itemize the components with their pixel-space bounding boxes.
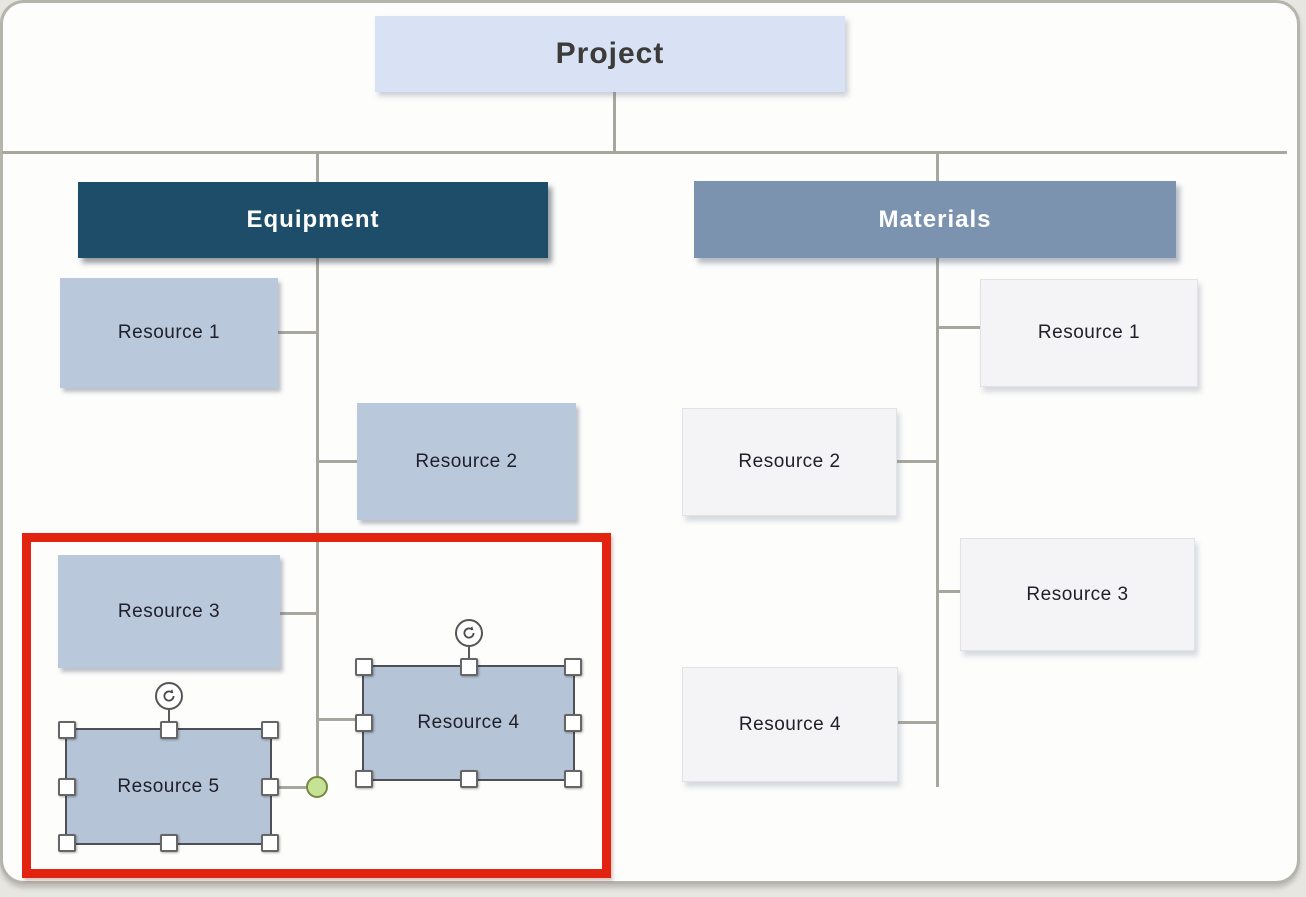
materials-label: Materials — [878, 205, 992, 233]
resize-handle-nw[interactable] — [58, 721, 76, 739]
resize-handle-nw[interactable] — [355, 658, 373, 676]
rotate-handle-stem — [167, 710, 170, 730]
equipment-branch-line — [316, 154, 319, 788]
resize-handle-e[interactable] — [261, 777, 279, 796]
shape-materials-resource-2[interactable]: Resource 2 — [682, 408, 897, 516]
shape-label: Resource 4 — [738, 713, 842, 735]
resize-handle-se[interactable] — [261, 834, 279, 852]
materials-branch-line — [936, 154, 939, 787]
equipment-label: Equipment — [246, 206, 380, 233]
resize-handle-w[interactable] — [58, 777, 76, 796]
shape-label: Resource 1 — [1037, 322, 1141, 343]
rotate-handle-stem — [467, 647, 470, 667]
shape-project[interactable]: Project — [375, 16, 845, 92]
shape-equipment-resource-4[interactable]: Resource 4 — [355, 619, 582, 788]
highlight-annotation-rectangle — [22, 533, 611, 878]
shape-materials-resource-3[interactable]: Resource 3 — [960, 538, 1195, 651]
shape-materials-header[interactable]: Materials — [694, 181, 1176, 258]
resize-handle-s[interactable] — [459, 770, 478, 788]
connector-eq-r5 — [272, 786, 312, 789]
rotate-handle[interactable] — [454, 619, 483, 647]
resize-handle-se[interactable] — [564, 770, 582, 788]
connector-mat-r2 — [895, 460, 938, 463]
resize-handle-sw[interactable] — [58, 834, 76, 852]
shape-label: Resource 2 — [415, 450, 518, 472]
resize-handle-n[interactable] — [159, 721, 178, 739]
shape-materials-resource-4[interactable]: Resource 4 — [682, 667, 898, 782]
project-stub-line — [613, 92, 616, 152]
shape-equipment-header[interactable]: Equipment — [78, 182, 548, 258]
shape-label: Resource 1 — [117, 322, 221, 343]
shape-label: Resource 3 — [1026, 583, 1129, 605]
shape-label: Resource 2 — [738, 451, 841, 472]
connector-mat-r1 — [939, 326, 982, 329]
resize-handle-s[interactable] — [159, 834, 178, 852]
rotate-handle[interactable] — [154, 682, 183, 710]
shape-materials-resource-1[interactable]: Resource 1 — [980, 279, 1198, 387]
connector-mat-r4 — [895, 721, 938, 724]
resize-handle-ne[interactable] — [261, 721, 279, 739]
shape-equipment-resource-2[interactable]: Resource 2 — [357, 403, 576, 520]
main-horizontal-line — [2, 151, 1287, 154]
project-label: Project — [555, 37, 665, 70]
resize-handle-ne[interactable] — [564, 658, 582, 676]
shape-equipment-resource-1[interactable]: Resource 1 — [60, 278, 278, 388]
connector-eq-r3 — [280, 612, 318, 615]
connection-point-dot[interactable] — [306, 776, 328, 798]
connector-eq-r4 — [319, 718, 364, 721]
rotate-clockwise-icon — [163, 689, 174, 702]
resize-handle-w[interactable] — [355, 714, 373, 732]
connector-eq-r2 — [319, 460, 359, 463]
resize-handle-n[interactable] — [459, 658, 478, 676]
resize-handle-sw[interactable] — [355, 770, 373, 788]
resize-handle-e[interactable] — [564, 714, 582, 732]
connector-mat-r3 — [939, 590, 962, 593]
rotate-clockwise-icon — [463, 626, 474, 639]
connector-eq-r1 — [278, 331, 318, 334]
